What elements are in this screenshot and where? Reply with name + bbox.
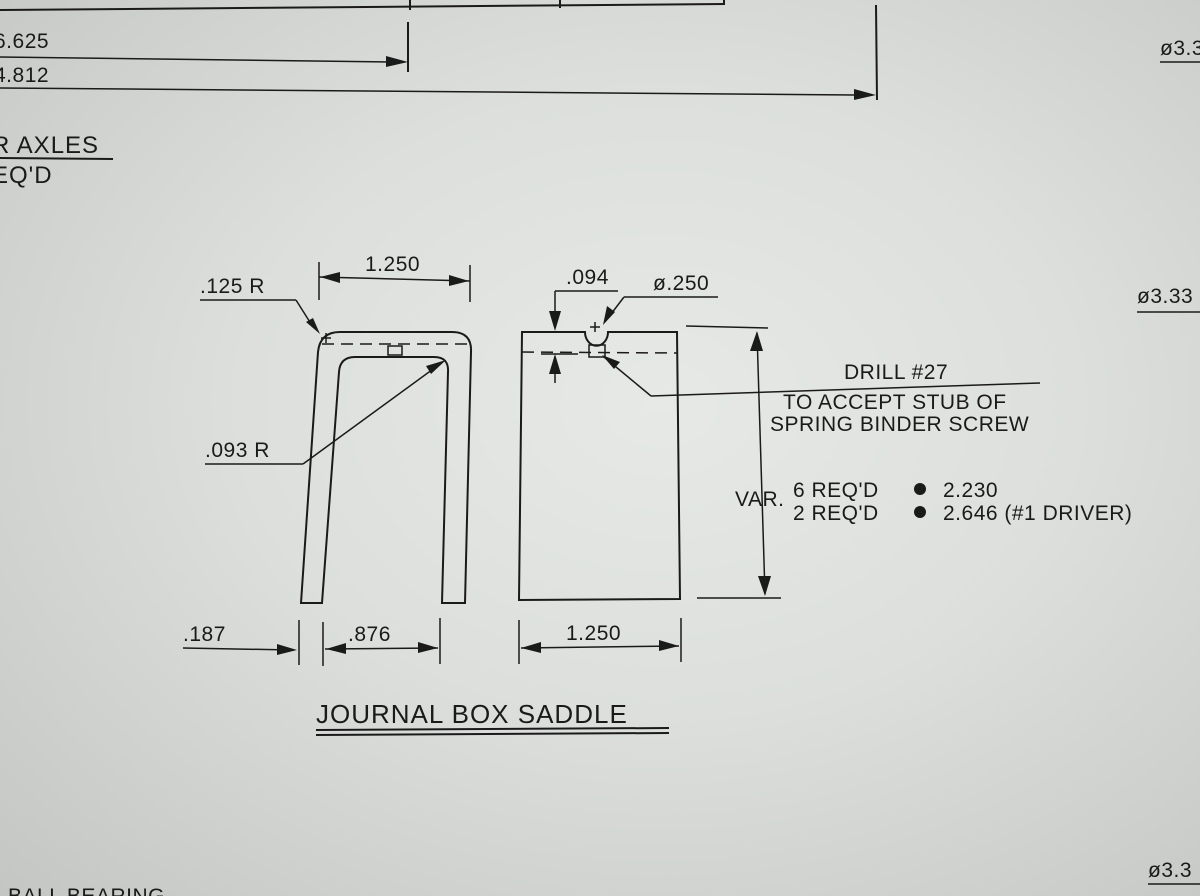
saddle-side-view	[517, 322, 682, 602]
left-note: R AXLES EQ'D	[0, 132, 114, 189]
inner-width-dimension: .876	[322, 618, 441, 666]
var-line1-val: 2.230	[943, 479, 998, 502]
hole-diameter-callout: ø.250	[603, 272, 718, 325]
drill-note-line3: SPRING BINDER SCREW	[770, 413, 1029, 436]
right-edge-mid: ø3.33	[1137, 285, 1193, 308]
hole-depth-dimension: .094	[541, 266, 618, 383]
leg-width-text: .187	[183, 623, 226, 646]
bottom-width-text: 1.250	[566, 622, 621, 645]
drawing-title: JOURNAL BOX SADDLE	[315, 699, 670, 736]
bottom-width-dimension: 1.250	[518, 618, 682, 664]
outer-radius-callout: .125 R	[200, 275, 320, 334]
var-line2-dot	[914, 506, 926, 518]
drill-note-line2: TO ACCEPT STUB OF	[783, 391, 1007, 414]
hole-diameter-text: ø.250	[653, 272, 709, 295]
right-edge-bottom: ø3.3	[1148, 859, 1192, 882]
var-line2-qty: 2 REQ'D	[793, 502, 879, 525]
inner-radius-text: .093 R	[205, 439, 270, 462]
left-note-line2: EQ'D	[0, 162, 53, 189]
var-line1-qty: 6 REQ'D	[793, 479, 879, 502]
top-width-text: 1.250	[365, 253, 420, 276]
var-height-dimension	[685, 325, 781, 599]
dimension-4812: 4.812	[0, 4, 878, 101]
var-label: VAR.	[735, 488, 784, 511]
top-table-fragment	[0, 0, 726, 11]
saddle-front-view	[299, 331, 473, 604]
var-line1-dot	[914, 483, 926, 495]
inner-width-text: .876	[348, 623, 391, 646]
title-text: JOURNAL BOX SADDLE	[316, 699, 628, 729]
dimension-6625: 6.625	[0, 22, 409, 72]
bottom-partial-text: BALL BEARING	[8, 885, 165, 896]
right-edge-top: ø3.3	[1160, 37, 1200, 60]
left-note-line1: R AXLES	[0, 132, 99, 159]
var-note: VAR. 6 REQ'D 2.230 2 REQ'D 2.646 (#1 DRI…	[735, 479, 1132, 525]
dim-6625-text: 6.625	[0, 30, 49, 53]
inner-radius-callout: .093 R	[205, 360, 446, 465]
drill-note-line1: DRILL #27	[844, 361, 948, 384]
right-edge-notes: ø3.3 ø3.33 ø3.3	[1137, 37, 1200, 885]
hole-depth-text: .094	[566, 266, 609, 289]
leg-width-dimension: .187	[182, 620, 300, 665]
top-width-dimension: 1.250	[318, 253, 471, 302]
drill-note: DRILL #27 TO ACCEPT STUB OF SPRING BINDE…	[602, 355, 1041, 436]
dim-4812-text: 4.812	[0, 64, 49, 87]
outer-radius-text: .125 R	[200, 275, 265, 298]
var-line2-val: 2.646 (#1 DRIVER)	[943, 502, 1132, 525]
